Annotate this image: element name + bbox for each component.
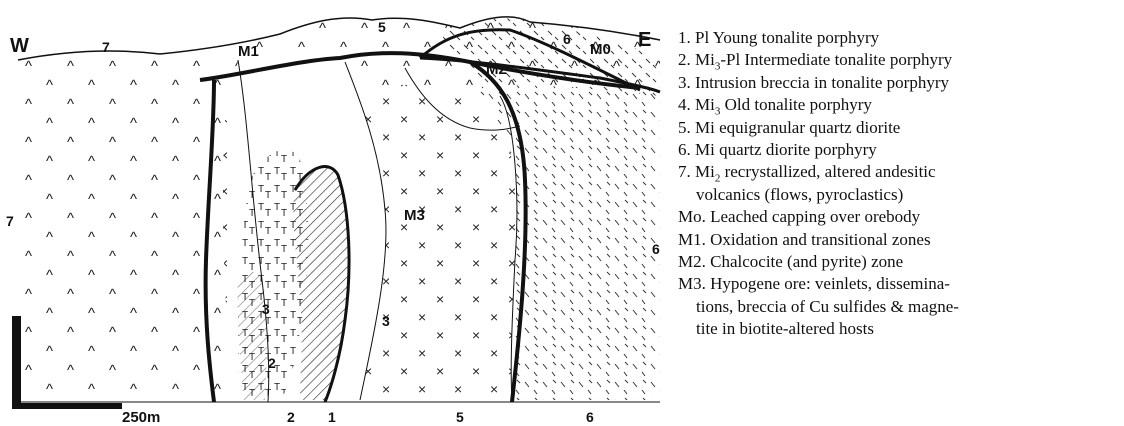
legend-item-post: recrystallized, altered andesitic bbox=[720, 162, 935, 181]
zone-label-m2: M2 bbox=[486, 61, 507, 78]
compass-east: E bbox=[638, 29, 651, 51]
side-number-right: 6 bbox=[652, 241, 660, 257]
top-number-5: 5 bbox=[378, 19, 386, 35]
legend-item: tions, breccia of Cu sulfides & magne- bbox=[678, 296, 1118, 318]
legend-item-text: 3. Intrusion breccia in tonalite porphyr… bbox=[678, 73, 949, 92]
side-number-left: 7 bbox=[6, 213, 14, 229]
legend-item-text: tite in biotite-altered hosts bbox=[696, 319, 874, 338]
legend-item-text: 1. Pl Young tonalite porphyry bbox=[678, 28, 879, 47]
legend-item: tite in biotite-altered hosts bbox=[678, 318, 1118, 340]
legend-item-pre: 2. Mi bbox=[678, 50, 715, 69]
legend-item-post: -Pl Intermediate tonalite porphyry bbox=[720, 50, 952, 69]
zone-label-m0: M0 bbox=[590, 41, 611, 58]
bottom-number-1: 1 bbox=[328, 409, 336, 425]
legend-item-post: Old tonalite porphyry bbox=[720, 95, 872, 114]
legend-item-text: M3. Hypogene ore: veinlets, dissemina- bbox=[678, 274, 950, 293]
geologic-cross-section: ^ ^ × × T T bbox=[0, 0, 670, 426]
legend-item: M3. Hypogene ore: veinlets, dissemina- bbox=[678, 273, 1118, 295]
inner-number-3-right: 3 bbox=[382, 313, 390, 329]
legend-item-text: 6. Mi quartz diorite porphyry bbox=[678, 140, 877, 159]
bottom-number-6: 6 bbox=[586, 409, 594, 425]
legend-item-text: M1. Oxidation and transitional zones bbox=[678, 230, 931, 249]
legend-item: 6. Mi quartz diorite porphyry bbox=[678, 139, 1118, 161]
legend-item: 4. Mi3 Old tonalite porphyry bbox=[678, 94, 1118, 116]
legend-item-text: M2. Chalcocite (and pyrite) zone bbox=[678, 252, 903, 271]
compass-west: W bbox=[10, 35, 29, 57]
legend-item-text: volcanics (flows, pyroclastics) bbox=[696, 185, 903, 204]
scale-label: 250m bbox=[122, 409, 160, 426]
top-number-7: 7 bbox=[102, 39, 110, 55]
legend-item-text: tions, breccia of Cu sulfides & magne- bbox=[696, 297, 959, 316]
legend-item: M2. Chalcocite (and pyrite) zone bbox=[678, 251, 1118, 273]
legend-item-pre: 4. Mi bbox=[678, 95, 715, 114]
legend-item: 5. Mi equigranular quartz diorite bbox=[678, 117, 1118, 139]
zone-label-m1: M1 bbox=[238, 43, 259, 60]
legend-item: M1. Oxidation and transitional zones bbox=[678, 229, 1118, 251]
legend-item: 1. Pl Young tonalite porphyry bbox=[678, 27, 1118, 49]
bottom-number-5: 5 bbox=[456, 409, 464, 425]
legend-item-text: 5. Mi equigranular quartz diorite bbox=[678, 118, 900, 137]
legend-item: 3. Intrusion breccia in tonalite porphyr… bbox=[678, 72, 1118, 94]
legend: 1. Pl Young tonalite porphyry 2. Mi3-Pl I… bbox=[678, 27, 1118, 341]
inner-number-2: 2 bbox=[268, 355, 276, 371]
legend-item-text: Mo. Leached capping over orebody bbox=[678, 207, 920, 226]
legend-item: 7. Mi2 recrystallized, altered andesitic bbox=[678, 161, 1118, 183]
legend-item: Mo. Leached capping over orebody bbox=[678, 206, 1118, 228]
scale-bar-horizontal bbox=[12, 403, 122, 409]
bottom-number-2: 2 bbox=[287, 409, 295, 425]
zone-label-m3: M3 bbox=[404, 207, 425, 224]
top-number-6: 6 bbox=[563, 31, 571, 47]
inner-number-3-left: 3 bbox=[262, 301, 270, 317]
legend-item: volcanics (flows, pyroclastics) bbox=[678, 184, 1118, 206]
scale-bar-vertical bbox=[12, 316, 21, 408]
legend-item: 2. Mi3-Pl Intermediate tonalite porphyry bbox=[678, 49, 1118, 71]
legend-item-pre: 7. Mi bbox=[678, 162, 715, 181]
